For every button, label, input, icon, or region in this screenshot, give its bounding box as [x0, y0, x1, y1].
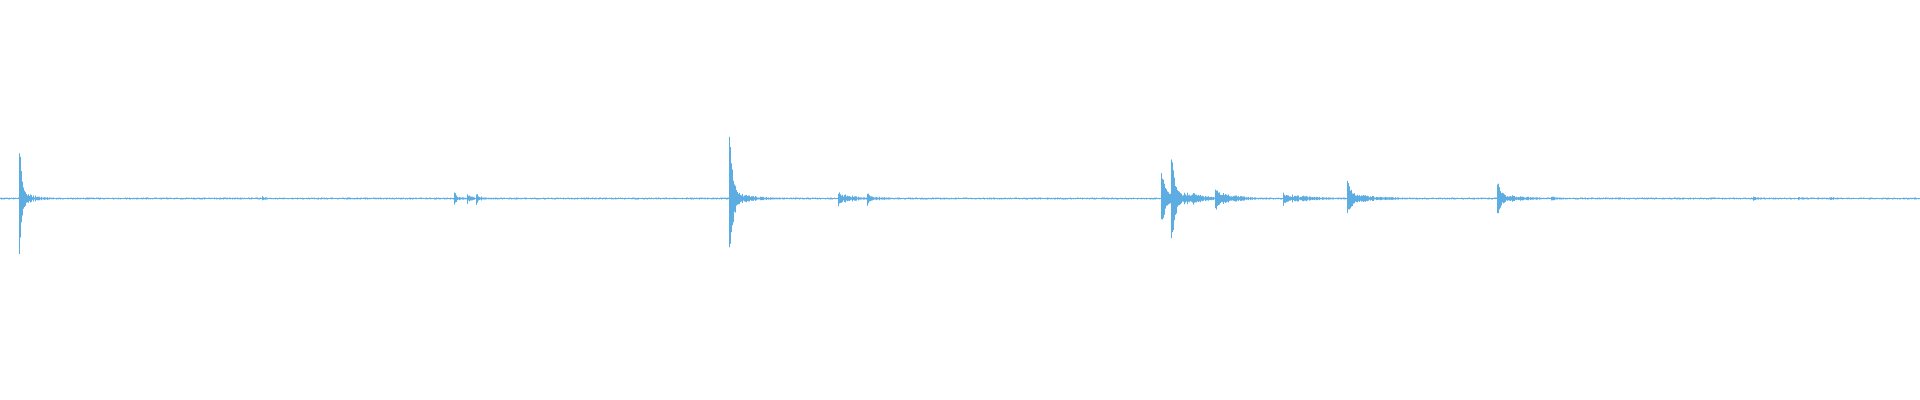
- waveform-envelope: [0, 136, 1920, 255]
- waveform-samples: [0, 136, 1920, 255]
